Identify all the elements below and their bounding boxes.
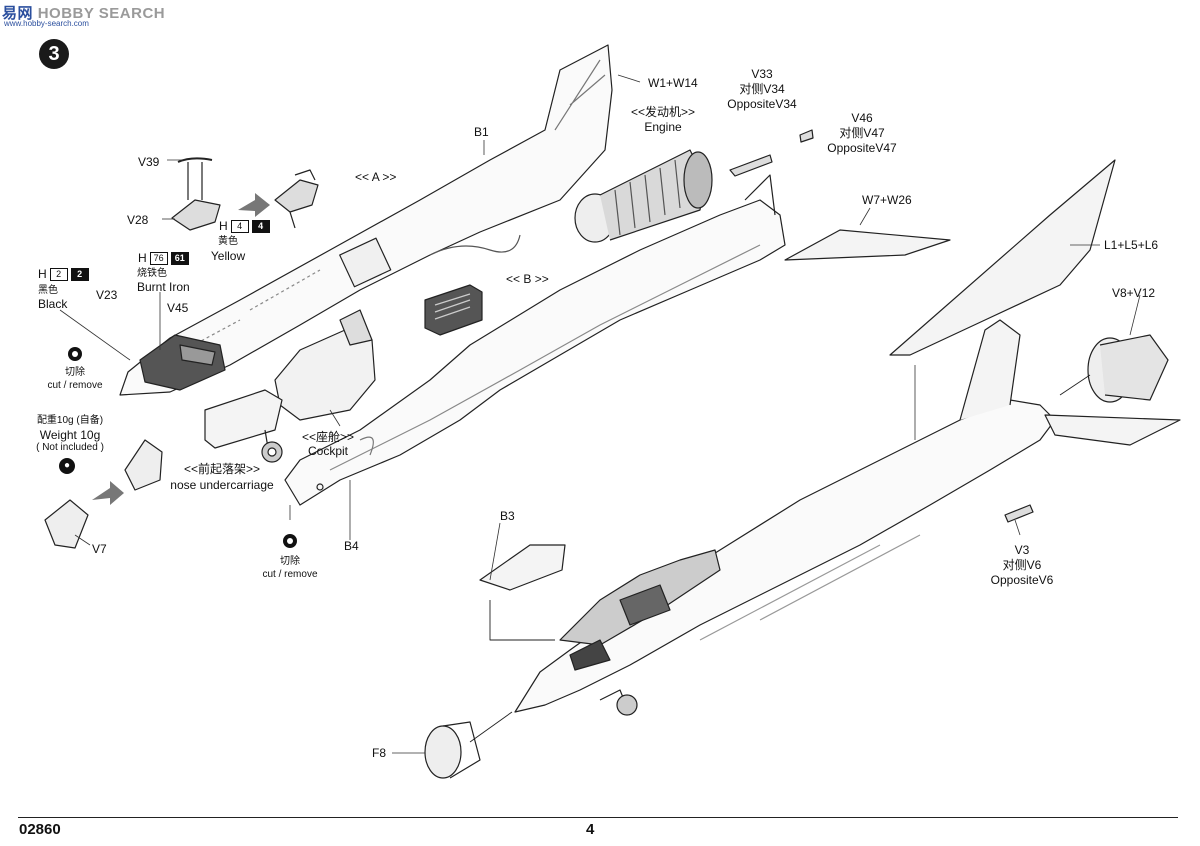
footer-divider (18, 817, 1178, 818)
cockpit-seat (274, 309, 376, 421)
paint-black-letter: H (38, 267, 47, 281)
arrow-gray (92, 193, 270, 505)
leader-lines (59, 74, 1141, 754)
nose-wheel (261, 429, 283, 463)
label-black-en: Black (38, 297, 68, 311)
cut-icon-2 (283, 534, 297, 548)
label-v23: V23 (96, 288, 118, 302)
label-cut2-cn: 切除 (280, 556, 300, 567)
watermark-brand-en: HOBBY SEARCH (37, 5, 166, 22)
label-engine-en: Engine (644, 120, 682, 134)
watermark-logo: 易网 HOBBY SEARCH (2, 2, 165, 23)
label-v3-en: OppositeV6 (990, 573, 1054, 587)
label-v46: V46 (851, 111, 873, 125)
label-v28: V28 (127, 213, 149, 227)
label-v8-v12: V8+V12 (1112, 286, 1156, 300)
nose-cone-v7 (44, 439, 163, 549)
label-v3-cn: 对侧V6 (1002, 558, 1042, 572)
label-nose-en: nose undercarriage (170, 478, 274, 492)
weight-icon: ● (59, 458, 75, 474)
part-v46 (799, 129, 814, 143)
label-weight-note: ( Not included ) (36, 442, 104, 453)
intake-ring-f8 (424, 721, 481, 779)
label-v33-cn: 对侧V34 (739, 82, 785, 96)
cut-icon (68, 347, 82, 361)
paint-yellow-light: 4 (230, 219, 249, 233)
label-b: << B >> (506, 272, 549, 286)
label-a: << A >> (355, 170, 397, 184)
exhaust-v8-v12 (1087, 334, 1169, 403)
watermark-brand-cn: 易 (2, 5, 18, 22)
label-l1-l5-l6: L1+L5+L6 (1104, 238, 1159, 252)
paint-burnt-letter: H (138, 251, 147, 265)
label-f8: F8 (372, 746, 387, 760)
label-w7-w26: W7+W26 (862, 193, 912, 207)
engine-part (574, 149, 713, 243)
paint-burnt-light: 76 (149, 251, 168, 265)
label-b4: B4 (344, 539, 359, 553)
label-black-cn: 黑色 (38, 285, 58, 296)
label-cut2-en: cut / remove (262, 569, 318, 580)
label-weight-en: Weight 10g (39, 428, 101, 442)
label-b3: B3 (500, 509, 515, 523)
cockpit-tub-v45 (139, 334, 226, 391)
fuselage-half-b1 (119, 44, 613, 396)
product-code: 02860 (19, 821, 61, 838)
label-b1: B1 (474, 125, 489, 139)
label-v45: V45 (167, 301, 189, 315)
label-engine-cn: <<发动机>> (630, 105, 696, 119)
step-number-badge: 3 (39, 39, 69, 69)
label-cockpit-en: Cockpit (307, 444, 348, 458)
paint-yellow-dark: 4 (251, 219, 270, 233)
watermark-brand-rest: 网 (17, 5, 34, 22)
part-v3 (1004, 504, 1034, 523)
gear-door (204, 389, 283, 449)
label-w1-w14: W1+W14 (648, 76, 698, 90)
label-cut1-cn: 切除 (65, 367, 85, 378)
label-yellow-en: Yellow (210, 249, 246, 263)
label-burnt-cn: 烧铁色 (137, 268, 167, 279)
label-cockpit-cn: <<座舱>> (301, 430, 355, 444)
label-v46-en: OppositeV47 (827, 141, 897, 155)
part-v33 (729, 154, 773, 177)
label-v33: V33 (751, 67, 773, 81)
paint-yellow-letter: H (219, 219, 228, 233)
part-b (424, 284, 483, 336)
part-v39-v28 (171, 157, 319, 231)
label-nose-cn: <<前起落架>> (183, 462, 261, 476)
label-v46-cn: 对侧V47 (839, 126, 885, 140)
label-v39: V39 (138, 155, 160, 169)
label-v3: V3 (1014, 543, 1030, 557)
label-weight-cn: 配重10g (自备) (36, 415, 104, 426)
label-v33-en: OppositeV34 (727, 97, 797, 111)
label-cut1-en: cut / remove (47, 380, 103, 391)
label-v7: V7 (92, 542, 107, 556)
page-number: 4 (586, 821, 595, 838)
fuselage-half-b4 (284, 174, 786, 506)
assembled-aircraft (514, 159, 1181, 716)
label-yellow-cn: 黄色 (218, 236, 238, 247)
paint-burnt-dark: 61 (170, 251, 189, 265)
paint-black-dark: 2 (70, 267, 89, 281)
paint-black-light: 2 (49, 267, 68, 281)
assembly-arrows (469, 374, 1091, 743)
wing-w7-w26 (784, 229, 951, 261)
watermark-url: www.hobby-search.com (4, 19, 89, 28)
canopy-b3 (479, 544, 566, 591)
label-burnt-en: Burnt Iron (137, 280, 190, 294)
